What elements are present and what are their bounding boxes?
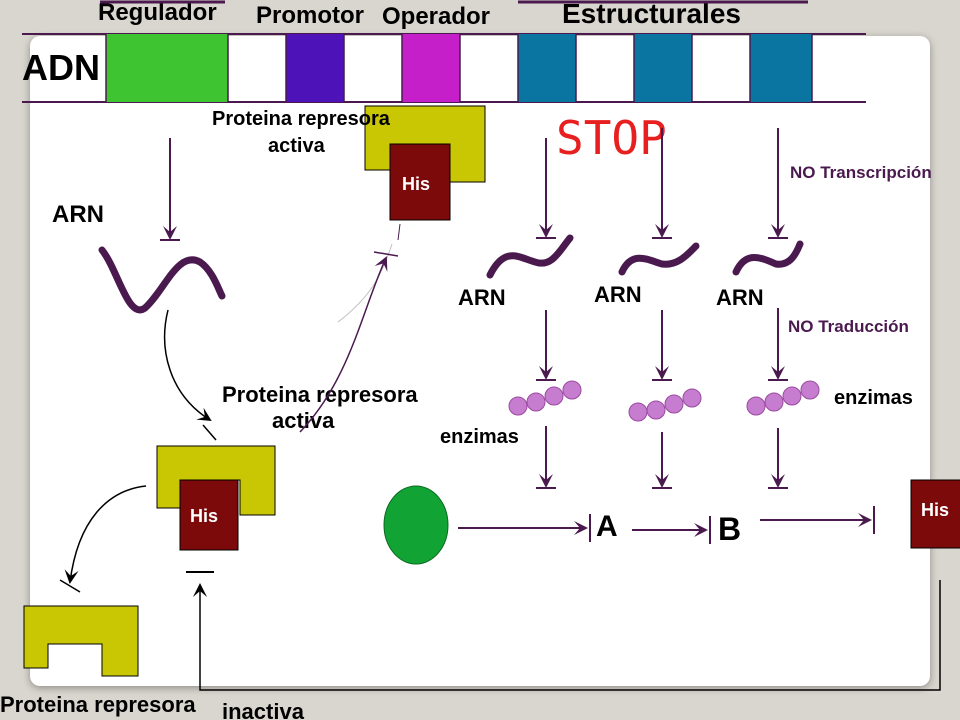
stop-label: STOP: [556, 111, 667, 165]
his-mid-box: [179, 479, 239, 551]
arn-regulador-label: ARN: [52, 201, 104, 228]
arrow-shadow-line: [337, 243, 393, 323]
gene-promotor: [286, 34, 344, 102]
transcription-arrows: [536, 128, 788, 239]
repressor-inactive-line2: inactiva: [222, 699, 305, 720]
arrow-to-operator: [299, 256, 388, 433]
repressor-top-line2: activa: [268, 135, 326, 157]
enzimas-label-left: enzimas: [440, 426, 519, 448]
arn-strand-1: [486, 234, 574, 279]
gene-label-estructurales: Estructurales: [562, 0, 741, 29]
gene-estructural-3: [750, 34, 812, 102]
gene-label-operador: Operador: [382, 3, 490, 30]
enzyme-chain-2: [628, 388, 702, 422]
gene-estructural-1: [518, 34, 576, 102]
arn-strand-3: [732, 240, 804, 276]
translation-arrows: [536, 308, 788, 381]
his-mid-label: His: [190, 506, 218, 526]
arrow-bar: [373, 251, 399, 257]
his-top-box: [389, 143, 451, 221]
enzyme-action-arrows: [536, 426, 788, 489]
arn-label-1: ARN: [458, 285, 506, 310]
repressor-mid-tick: [202, 424, 217, 441]
repressor-inactive-line1: Proteina represora: [0, 692, 196, 717]
enzimas-label-right: enzimas: [834, 387, 913, 409]
repressor-top-tick: [397, 223, 401, 241]
arrow-release-inactive: [64, 485, 147, 584]
arn-label-3: ARN: [716, 285, 764, 310]
gene-label-promotor: Promotor: [256, 2, 364, 29]
feedback-loop-arrow: [193, 580, 941, 691]
repressor-inactive-body: [23, 605, 139, 677]
repressor-mid-body: [156, 445, 276, 516]
gene-regulador: [106, 34, 228, 102]
gene-operador: [402, 34, 460, 102]
arn-strand-2: [618, 242, 700, 276]
arrow-translation-repressor: [163, 309, 212, 422]
gene-estructural-2: [634, 34, 692, 102]
substrate-circle: [383, 485, 449, 565]
repressor-mid-line1: Proteina represora: [222, 382, 418, 407]
arn-regulador-strand: [98, 246, 226, 314]
repressor-top-line1: Proteina represora: [212, 108, 391, 130]
no-traduccion-label: NO Traducción: [788, 317, 909, 336]
product-a: A: [596, 510, 618, 543]
his-top-label: His: [402, 174, 430, 194]
gene-label-regulador: Regulador: [98, 0, 217, 26]
dna-separators: [105, 34, 813, 102]
his-end-label: His: [921, 500, 949, 520]
enzyme-chain-1: [508, 380, 582, 416]
enzyme-chain-3: [746, 380, 820, 416]
product-b: B: [718, 511, 741, 547]
arn-label-2: ARN: [594, 282, 642, 307]
release-tick: [59, 579, 81, 593]
no-transcripcion-label: NO Transcripción: [790, 163, 932, 182]
dna-label: ADN: [22, 47, 100, 88]
his-end-box: [910, 479, 960, 549]
